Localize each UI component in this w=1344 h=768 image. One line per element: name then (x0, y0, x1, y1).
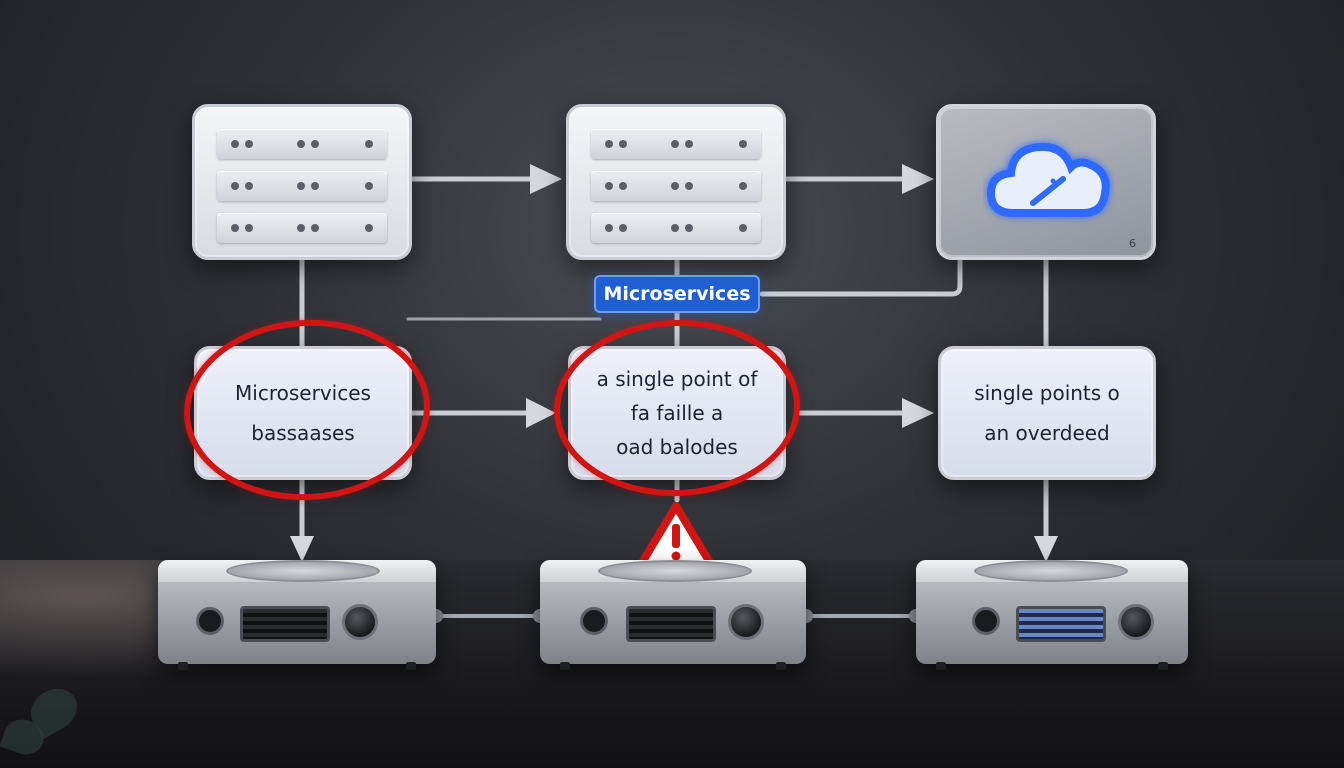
server-node-2[interactable] (566, 104, 786, 260)
device-port (196, 607, 224, 635)
corner-label: 6 (1129, 237, 1136, 250)
device-lid (598, 560, 752, 582)
device-knob[interactable] (342, 604, 378, 640)
microservices-badge[interactable]: Microservices (594, 275, 760, 313)
device-port (580, 607, 608, 635)
card-text-line: fa faille a (630, 401, 724, 425)
hardware-device-2[interactable] (540, 560, 806, 670)
cloud-node[interactable]: 6 (936, 104, 1156, 260)
card-text-line: Microservices (235, 381, 371, 405)
arrowhead-5 (290, 536, 314, 562)
device-knob[interactable] (1118, 604, 1154, 640)
arrowhead-2 (902, 164, 934, 194)
info-card-2[interactable]: a single point of fa faille a oad balode… (568, 346, 786, 480)
server-slot (217, 213, 387, 243)
device-knob[interactable] (728, 604, 764, 640)
device-vent (1016, 606, 1106, 642)
device-vent (240, 606, 330, 642)
card-text-line: bassaases (251, 421, 355, 445)
server-slot (591, 213, 761, 243)
server-slot (591, 129, 761, 159)
hardware-device-3[interactable] (916, 560, 1188, 670)
cloud-icon (983, 131, 1115, 231)
card-text-line: single points o (974, 381, 1120, 405)
line-badge-cloud (759, 255, 963, 297)
arrowhead-4 (902, 398, 934, 428)
info-card-1[interactable]: Microservices bassaases (194, 346, 412, 480)
server-node-1[interactable] (192, 104, 412, 260)
device-vent (626, 606, 716, 642)
card-text-line: an overdeed (984, 421, 1110, 445)
device-lid (974, 560, 1128, 582)
info-card-3[interactable]: single points o an overdeed (938, 346, 1156, 480)
card-text-line: a single point of (596, 367, 758, 391)
card-text-line: oad balodes (616, 435, 738, 459)
device-port (972, 607, 1000, 635)
server-slot (217, 129, 387, 159)
server-slot (217, 171, 387, 201)
server-slot (591, 171, 761, 201)
arrowhead-3 (526, 398, 556, 428)
hardware-device-1[interactable] (158, 560, 436, 670)
arrowhead-1 (530, 164, 562, 194)
arrowhead-6 (1034, 536, 1058, 562)
device-lid (226, 560, 380, 582)
